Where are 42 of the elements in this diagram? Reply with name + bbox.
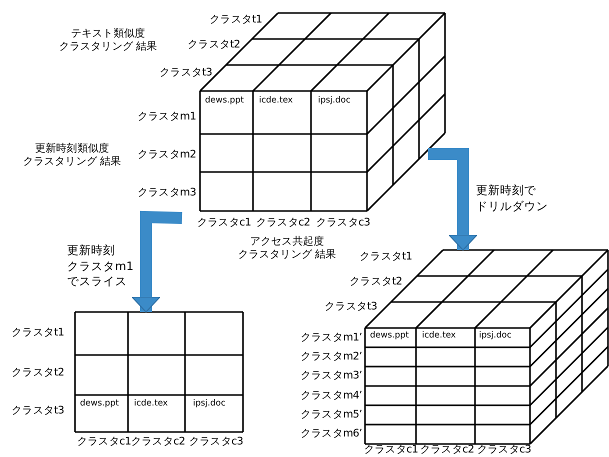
file-name: dews.ppt [205,95,244,107]
axis-label: クラスタm1 [137,110,196,124]
axis-label: クラスタm5’ [300,408,362,422]
axis-label: クラスタt3 [324,300,377,314]
axis-label: クラスタt1 [12,326,64,340]
axis-label: クラスタc2 [256,216,310,230]
file-name: icde.tex [259,95,293,107]
axis-label: クラスタc2 [130,436,186,448]
axis-label: クラスタm3 [137,186,196,200]
axis-label: クラスタm2 [137,148,196,162]
axis-label: クラスタt2 [188,38,240,52]
table-grid [75,312,244,433]
axis-label: クラスタt3 [12,404,64,418]
axis-label: クラスタc1 [196,216,252,230]
axis-label: クラスタt1 [360,250,412,264]
edge-label: 更新時刻でドリルダウン [476,183,548,214]
axis-label: クラスタt2 [12,366,64,380]
axis-label: クラスタm6’ [300,428,362,441]
axis-label: クラスタc1 [364,444,418,456]
axis-label: クラスタc3 [476,444,532,456]
axis-label: クラスタc3 [316,216,370,230]
axis-label: クラスタm2’ [300,350,362,364]
axis-label: クラスタm3’ [300,370,362,383]
axis-label: クラスタm4’ [300,389,362,402]
axis-title: 更新時刻類似度クラスタリング 結果 [22,142,122,168]
file-name: ipsj.doc [318,95,351,107]
arrow [428,148,478,250]
axis-title: アクセス共起度クラスタリング 結果 [238,235,336,261]
axis-label: クラスタt3 [160,66,212,80]
axis-label: クラスタc1 [76,436,132,448]
file-name: icde.tex [134,398,168,410]
axis-label: クラスタc3 [188,436,244,448]
axis-title: テキスト類似度クラスタリング 結果 [58,27,158,53]
file-name: ipsj.doc [479,330,512,342]
file-name: dews.ppt [80,398,119,410]
file-name: ipsj.doc [193,398,226,410]
file-name: icde.tex [422,330,456,342]
axis-label: クラスタt2 [350,276,402,288]
axis-label: クラスタm1’ [300,331,362,344]
axis-label: クラスタc2 [420,444,474,456]
file-name: dews.ppt [370,330,409,342]
axis-label: クラスタt1 [210,14,262,26]
